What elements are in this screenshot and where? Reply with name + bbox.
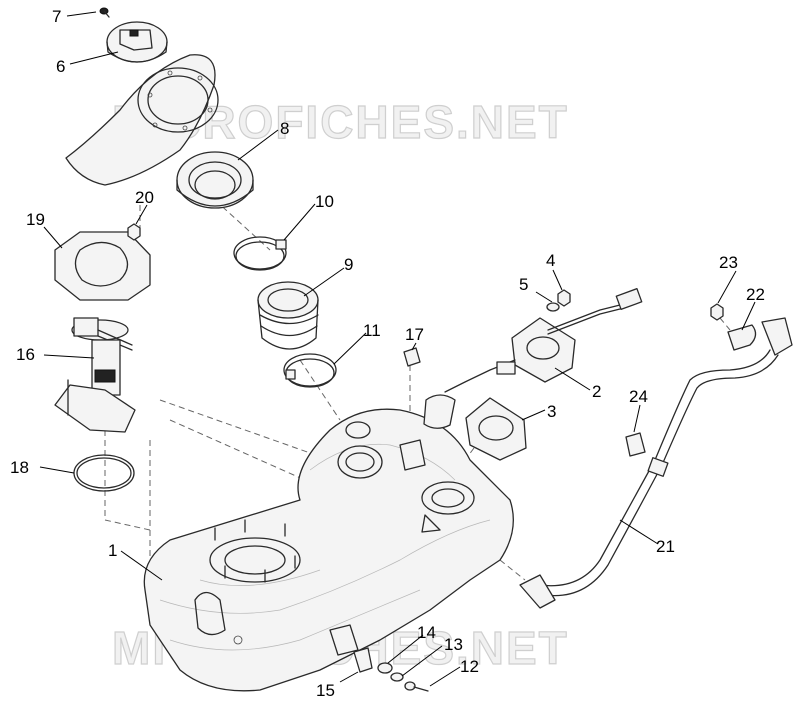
sender-gasket	[465, 397, 527, 461]
callout-12: 12	[460, 657, 479, 676]
bolt-12	[404, 681, 429, 692]
callout-9: 9	[344, 255, 353, 274]
callout-3: 3	[547, 402, 556, 421]
callout-labels: 7 6 8 20 19 10 9 11 17 16 18 1 4 5 2 3 2…	[10, 7, 765, 700]
callout-4: 4	[546, 251, 555, 270]
fuel-cap	[106, 21, 168, 63]
fuel-pump-unit	[54, 317, 136, 433]
hose-clip-22	[727, 324, 757, 351]
washer-13	[390, 672, 404, 682]
callout-2: 2	[592, 382, 601, 401]
callout-8: 8	[280, 119, 289, 138]
callout-7: 7	[52, 7, 61, 26]
fuel-tank	[143, 408, 514, 692]
pump-gasket	[54, 231, 151, 301]
callout-5: 5	[519, 275, 528, 294]
hose-clamp-upper	[233, 236, 287, 271]
callout-18: 18	[10, 458, 29, 477]
nut-20	[127, 223, 141, 241]
callout-11: 11	[363, 321, 381, 340]
leader-lines	[39, 11, 756, 687]
callout-16: 16	[16, 345, 35, 364]
callout-17: 17	[405, 325, 424, 344]
rubber-mount-14	[377, 662, 393, 674]
callout-24: 24	[629, 387, 648, 406]
hose-clamp-lower	[283, 353, 337, 388]
callout-13: 13	[444, 635, 463, 654]
callout-15: 15	[316, 681, 335, 700]
fuel-level-sender	[423, 288, 643, 429]
callout-1: 1	[108, 541, 117, 560]
clip-17	[403, 347, 421, 367]
callout-10: 10	[315, 192, 334, 211]
filler-neck-ring	[176, 151, 254, 209]
o-ring	[73, 454, 135, 492]
filler-hose	[257, 281, 319, 350]
callout-6: 6	[56, 57, 65, 76]
callout-23: 23	[719, 253, 738, 272]
nut-23	[710, 303, 724, 321]
callout-19: 19	[26, 210, 45, 229]
callout-20: 20	[135, 188, 154, 207]
tank-bracket	[353, 647, 373, 673]
callout-22: 22	[746, 285, 765, 304]
cap-screw	[99, 7, 110, 18]
callout-21: 21	[656, 537, 675, 556]
washer-5	[546, 302, 560, 312]
callout-14: 14	[417, 623, 436, 642]
hose-clamp-24	[625, 432, 646, 457]
filler-cover-panel	[65, 54, 219, 186]
fuel-delivery-hose	[519, 317, 793, 609]
nut-4	[557, 289, 571, 307]
